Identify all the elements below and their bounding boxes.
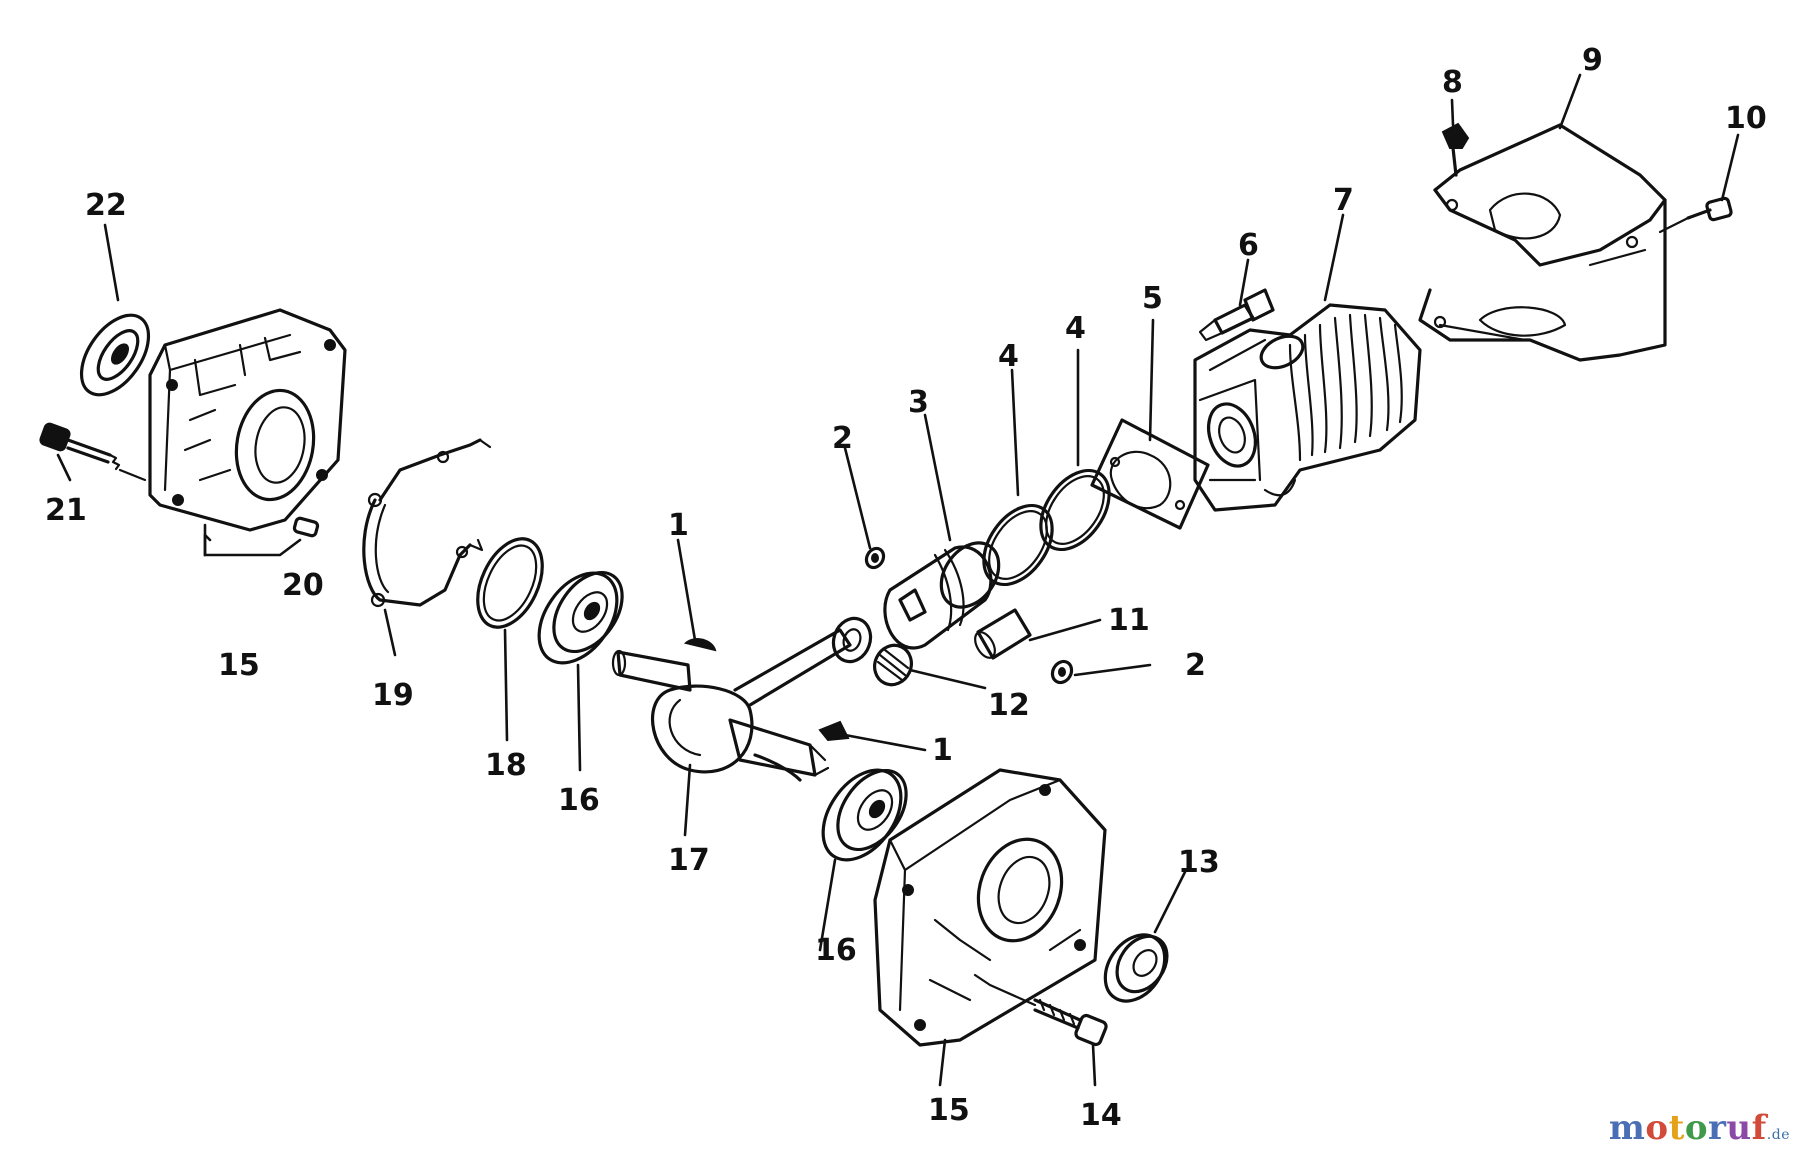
part-15-crankcase-left xyxy=(148,308,347,532)
watermark-letter: f xyxy=(1751,1108,1767,1148)
label-12: 12 xyxy=(988,688,1030,723)
watermark-letter: m xyxy=(1608,1108,1646,1148)
watermark-letter: t xyxy=(1668,1108,1685,1148)
label-16-upper: 16 xyxy=(558,783,600,818)
label-14: 14 xyxy=(1080,1098,1122,1133)
part-12-needle-bearing xyxy=(873,643,913,687)
label-22: 22 xyxy=(85,188,127,223)
part-2-clip-upper xyxy=(864,546,886,570)
label-7: 7 xyxy=(1333,183,1354,218)
label-8: 8 xyxy=(1442,65,1463,100)
part-1-key-lower xyxy=(818,720,850,742)
label-13: 13 xyxy=(1178,845,1220,880)
part-10-screw xyxy=(1658,196,1733,234)
part-5-cylinder-gasket xyxy=(1090,418,1210,530)
label-19: 19 xyxy=(372,678,414,713)
label-2-upper: 2 xyxy=(832,421,853,456)
label-5: 5 xyxy=(1142,281,1163,316)
part-3-piston xyxy=(883,541,1001,650)
part-2-clip-lower xyxy=(1050,659,1074,685)
part-6-spark-plug xyxy=(1198,288,1275,342)
part-20-dowel-pin xyxy=(292,516,320,538)
part-13-oil-seal xyxy=(1103,933,1169,1003)
label-18: 18 xyxy=(485,748,527,783)
part-18-snap-ring xyxy=(476,537,544,629)
part-11-piston-pin xyxy=(974,608,1032,660)
watermark-letter: u xyxy=(1726,1108,1752,1148)
label-6: 6 xyxy=(1238,228,1259,263)
label-21: 21 xyxy=(45,493,87,528)
label-1-upper: 1 xyxy=(668,508,689,543)
watermark-letters: motoruf xyxy=(1609,1108,1767,1148)
part-7-cylinder xyxy=(1193,303,1422,512)
part-17-crankshaft xyxy=(611,616,873,782)
label-4-second: 4 xyxy=(1065,311,1086,346)
label-10: 10 xyxy=(1725,101,1767,136)
part-14-bolt xyxy=(973,973,1108,1047)
watermark-suffix: .de xyxy=(1766,1127,1790,1143)
watermark-letter: r xyxy=(1708,1108,1727,1148)
label-3: 3 xyxy=(908,385,929,420)
label-11: 11 xyxy=(1108,603,1150,638)
watermark-letter: o xyxy=(1684,1108,1708,1148)
part-21-bolt xyxy=(39,422,147,482)
part-4-ring-2 xyxy=(1039,468,1111,552)
part-16-bearing-upper xyxy=(537,570,624,665)
part-labels: 22 21 20 15 19 18 16 17 1 1 2 3 4 4 5 6 … xyxy=(45,43,1767,1133)
part-22-seal xyxy=(79,313,151,397)
label-16-lower: 16 xyxy=(815,933,857,968)
part-15-crankcase-right xyxy=(873,768,1107,1047)
label-15-left: 15 xyxy=(218,648,260,683)
part-9-cylinder-cover xyxy=(1418,123,1667,362)
label-20: 20 xyxy=(282,568,324,603)
label-15-right: 15 xyxy=(928,1093,970,1128)
label-2-lower: 2 xyxy=(1185,648,1206,683)
label-1-lower: 1 xyxy=(932,733,953,768)
label-9: 9 xyxy=(1582,43,1603,78)
motoruf-watermark: motoruf.de xyxy=(1609,1108,1790,1148)
part-19-gasket xyxy=(362,438,492,608)
leader-lines xyxy=(56,73,1740,1087)
part-8-screw xyxy=(1441,122,1470,177)
watermark-letter: o xyxy=(1645,1108,1669,1148)
part-1-key-upper xyxy=(683,638,717,652)
label-17: 17 xyxy=(668,843,710,878)
label-4-first: 4 xyxy=(998,339,1019,374)
part-16-bearing-lower xyxy=(821,768,908,862)
